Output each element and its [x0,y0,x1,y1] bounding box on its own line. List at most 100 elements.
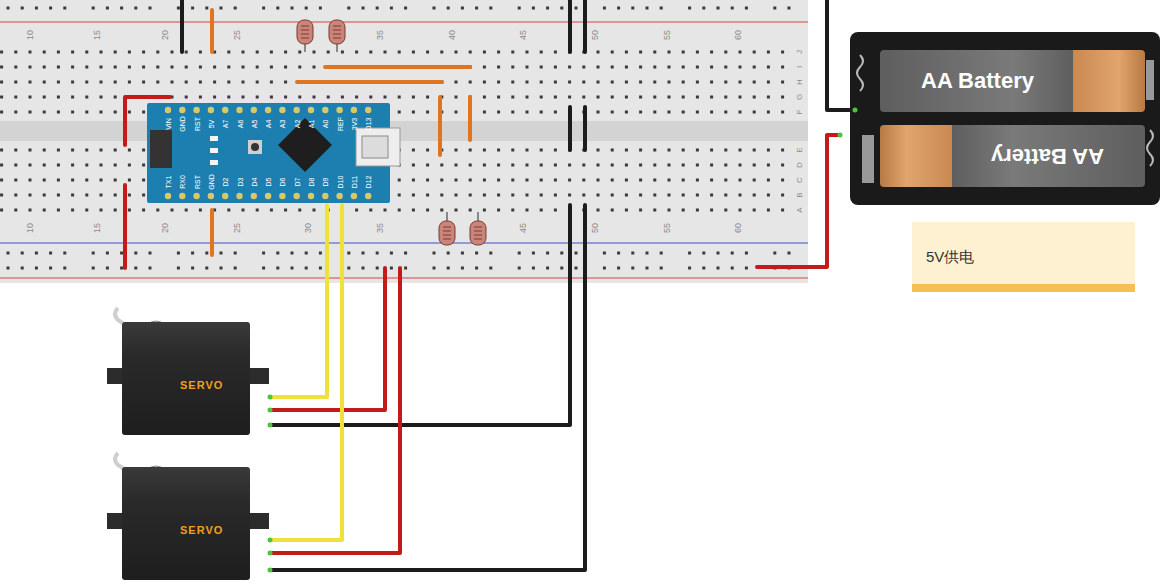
breadboard-hole [597,66,600,69]
breadboard-hole [426,164,429,167]
breadboard-hole [234,267,237,270]
breadboard-hole [256,51,259,54]
breadboard-hole [781,179,784,182]
pin-label: 5V [207,120,214,129]
breadboard-hole [568,179,571,182]
arduino-pin [265,107,271,113]
breadboard-hole [220,267,223,270]
breadboard-hole [29,179,32,182]
breadboard-hole [327,51,330,54]
arduino-pin [336,193,342,199]
breadboard-hole [554,164,557,167]
breadboard-hole [14,66,17,69]
breadboard-hole [710,111,713,114]
breadboard-hole [412,164,415,167]
breadboard-hole [384,209,387,212]
breadboard-hole [497,96,500,99]
breadboard-hole [404,7,407,10]
breadboard-hole [142,149,145,152]
pin-label: RST [193,175,200,189]
breadboard-hole [475,252,478,255]
breadboard-hole [185,66,188,69]
breadboard-hole [71,81,74,84]
breadboard-hole [724,209,727,212]
breadboard-hole [540,209,543,212]
breadboard-hole [92,252,95,255]
breadboard-hole [639,164,642,167]
breadboard-hole [469,149,472,152]
breadboard-hole [668,209,671,212]
breadboard-hole [171,51,174,54]
breadboard-hole [29,164,32,167]
breadboard-hole [597,81,600,84]
breadboard-hole [447,7,450,10]
breadboard-hole [426,149,429,152]
breadboard-hole [177,267,180,270]
breadboard-hole [653,179,656,182]
breadboard-hole [603,252,606,255]
breadboard-hole [398,179,401,182]
breadboard-hole [540,51,543,54]
breadboard-hole [205,267,208,270]
breadboard-hole [347,267,350,270]
breadboard-hole [597,96,600,99]
arduino-pin [279,107,285,113]
reset-button [251,143,259,151]
led [210,148,218,153]
breadboard-hole [611,194,614,197]
breadboard-hole [0,194,3,197]
breadboard-hole [724,164,727,167]
led [210,136,218,141]
breadboard-hole [256,81,259,84]
arduino-pin [208,107,214,113]
arduino-pin [308,107,314,113]
breadboard-hole [739,209,742,212]
breadboard-hole [270,51,273,54]
breadboard-hole [767,194,770,197]
breadboard-hole [497,194,500,197]
column-number: 20 [161,30,170,40]
breadboard-hole [696,81,699,84]
breadboard-hole [0,209,3,212]
breadboard-hole [739,51,742,54]
breadboard-hole [781,66,784,69]
breadboard-hole [639,66,642,69]
breadboard-hole [63,7,66,10]
breadboard-hole [483,111,486,114]
breadboard-hole [611,96,614,99]
breadboard-hole [511,111,514,114]
breadboard-hole [710,209,713,212]
breadboard-hole [398,51,401,54]
breadboard-hole [461,267,464,270]
breadboard-hole [199,209,202,212]
breadboard-hole [653,81,656,84]
servo-label: SERVO [180,524,223,536]
breadboard-hole [191,7,194,10]
breadboard-hole [540,111,543,114]
pin-label: D3 [236,178,243,187]
battery-label: AA Battery [991,143,1104,169]
breadboard-hole [43,51,46,54]
breadboard-hole [554,111,557,114]
breadboard-hole [7,267,10,270]
breadboard-hole [362,7,365,10]
breadboard-hole [71,194,74,197]
breadboard-hole [575,267,578,270]
breadboard-hole [745,267,748,270]
pin-label: 3V3 [350,118,357,130]
column-number: 60 [734,30,743,40]
breadboard-hole [43,179,46,182]
column-number: 45 [519,30,528,40]
breadboard-hole [625,164,628,167]
breadboard-hole [668,51,671,54]
breadboard-hole [696,209,699,212]
breadboard-hole [702,7,705,10]
breadboard-hole [724,51,727,54]
breadboard-hole [29,149,32,152]
pin-label: VIN [165,118,172,130]
breadboard-hole [526,66,529,69]
breadboard-hole [270,96,273,99]
column-number: 30 [304,223,313,233]
row-letter: H [796,79,804,85]
breadboard-hole [106,7,109,10]
